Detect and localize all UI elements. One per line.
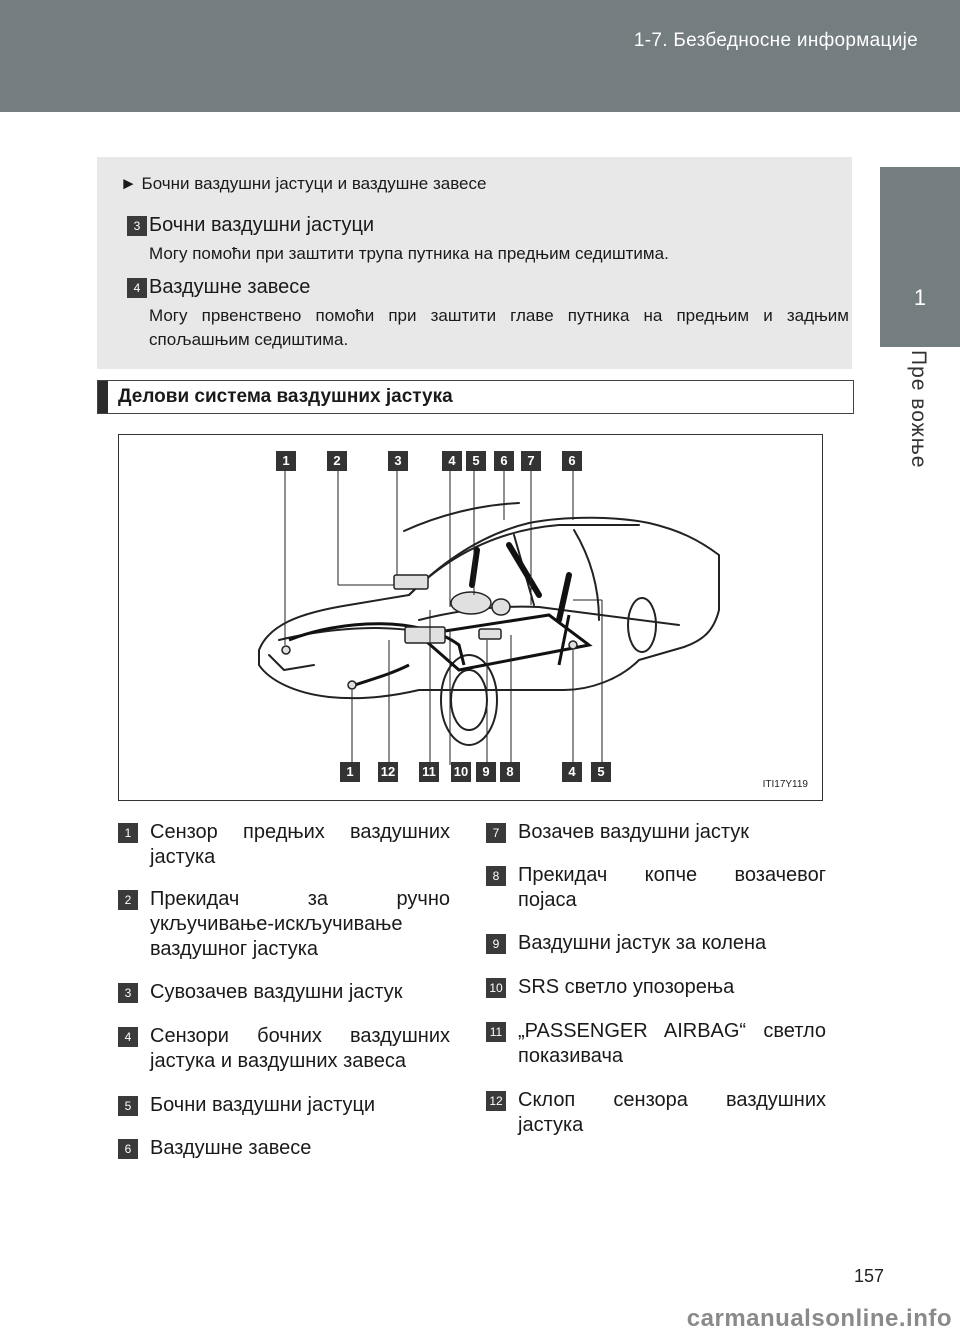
legend-text: Возачев ваздушни јастук [518, 821, 750, 843]
number-badge: 7 [486, 823, 506, 843]
section-heading: Делови система ваздушних јастука [97, 380, 854, 414]
info-box-heading: ► Бочни ваздушни јастуци и ваздушне заве… [120, 174, 487, 193]
info-item-description: Могу помоћи при заштити трупа путника на… [149, 244, 669, 263]
number-badge: 8 [486, 866, 506, 886]
section-heading-marker [98, 381, 108, 413]
diagram-label: 5 [466, 451, 486, 471]
diagram-label: 4 [562, 762, 582, 782]
number-badge: 5 [118, 1096, 138, 1116]
diagram-label: 10 [451, 762, 471, 782]
number-badge: 9 [486, 934, 506, 954]
legend-text: Прекидач за ручно укључивање-искључивање… [150, 888, 450, 960]
number-badge: 4 [127, 278, 147, 298]
diagram-label: 12 [378, 762, 398, 782]
number-badge: 4 [118, 1027, 138, 1047]
diagram-label: 4 [442, 451, 462, 471]
number-badge: 11 [486, 1022, 506, 1042]
legend-text: Склоп сензора ваздушних јастука [518, 1089, 826, 1136]
diagram-label: 1 [340, 762, 360, 782]
legend-text: Сувозачев ваздушни јастук [150, 981, 403, 1003]
legend-text: Ваздушне завесе [150, 1137, 312, 1159]
info-item-title: Бочни ваздушни јастуци [149, 214, 375, 236]
diagram-label: 3 [388, 451, 408, 471]
airbag-system-diagram: 1 2 3 4 5 6 7 6 1 12 11 10 9 8 4 5 ITI17… [118, 434, 823, 801]
diagram-label: 6 [494, 451, 514, 471]
section-header-title: 1-7. Безбедносне информације [633, 30, 918, 51]
diagram-label: 6 [562, 451, 582, 471]
info-item-description: Могу првенствено помоћи при заштити глав… [149, 306, 849, 349]
header-band: 1-7. Безбедносне информације [0, 0, 960, 112]
number-badge: 12 [486, 1091, 506, 1111]
section-heading-title: Делови система ваздушних јастука [118, 386, 453, 407]
diagram-label: 7 [521, 451, 541, 471]
diagram-label: 1 [276, 451, 296, 471]
diagram-label: 2 [327, 451, 347, 471]
diagram-label: 11 [419, 762, 439, 782]
car-illustration [258, 470, 720, 765]
info-box [97, 157, 852, 369]
number-badge: 10 [486, 978, 506, 998]
info-item-title: Ваздушне завесе [149, 276, 311, 298]
chapter-number: 1 [913, 285, 927, 310]
number-badge: 6 [118, 1139, 138, 1159]
legend-text: „PASSENGER AIRBAG“ светло показивача [518, 1020, 826, 1067]
diagram-label: 8 [500, 762, 520, 782]
number-badge: 3 [127, 216, 147, 236]
chapter-label-container: Пре вожње [880, 350, 960, 490]
watermark[interactable]: carmanualsonline.info [686, 1305, 952, 1332]
legend-text: Сензори бочних ваздушних јастука и вазду… [150, 1025, 450, 1072]
number-badge: 3 [118, 983, 138, 1003]
figure-code: ITI17Y119 [762, 779, 808, 790]
legend-text: Ваздушни јастук за колена [518, 932, 767, 954]
chapter-label: Пре вожње [907, 350, 930, 469]
diagram-label: 9 [476, 762, 496, 782]
page-number: 157 [854, 1266, 885, 1286]
legend-text: Прекидач копче возачевог појаса [518, 864, 826, 911]
legend-text: Сензор предњих ваздушних јастука [150, 821, 450, 868]
chapter-tab: 1 [880, 167, 960, 347]
legend-text: Бочни ваздушни јастуци [150, 1094, 376, 1116]
number-badge: 1 [118, 823, 138, 843]
legend-text: SRS светло упозорења [518, 976, 735, 998]
number-badge: 2 [118, 890, 138, 910]
diagram-label: 5 [591, 762, 611, 782]
